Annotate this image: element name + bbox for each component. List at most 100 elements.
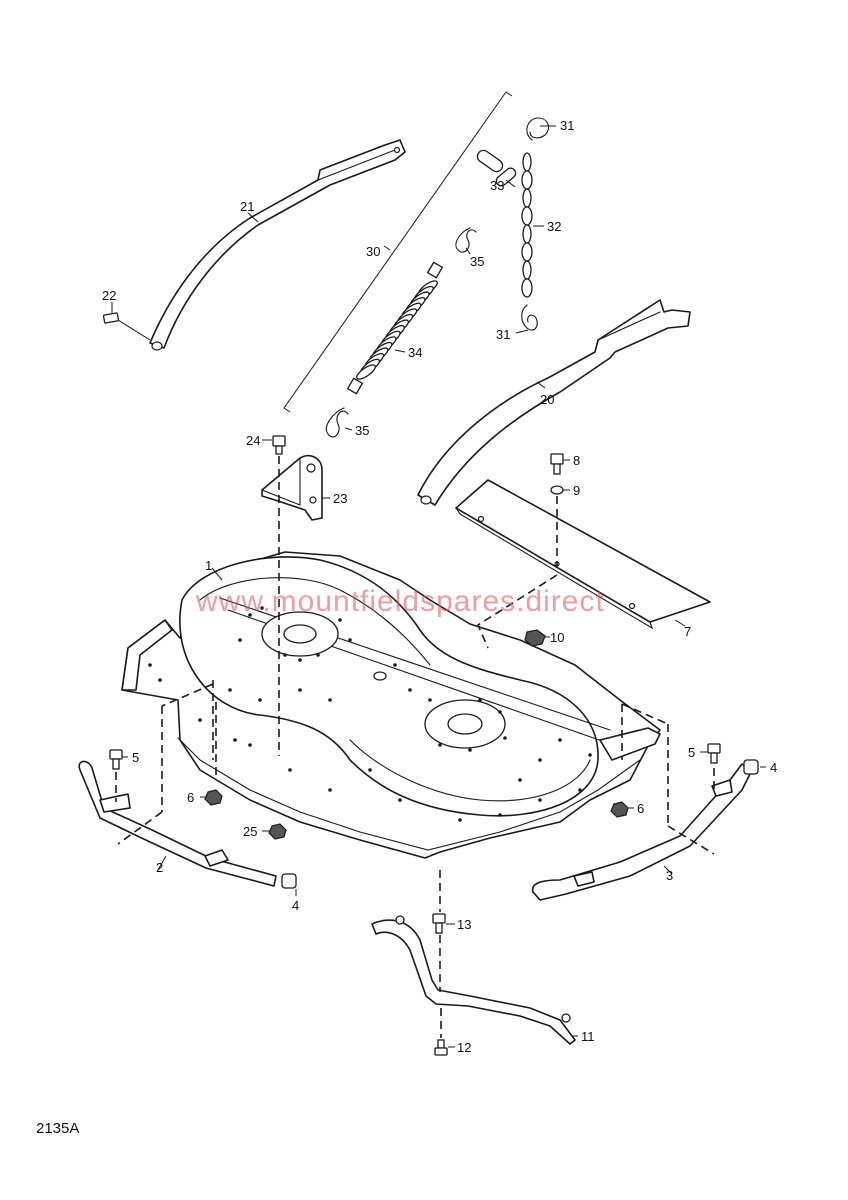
lift-arm-right xyxy=(417,299,691,506)
bumper-bar-2 xyxy=(78,760,277,887)
s-hook-35-bottom-icon xyxy=(326,407,349,438)
watermark-text: www.mountfieldspares.direct xyxy=(195,585,605,618)
roller-bracket-11 xyxy=(371,915,576,1045)
deck-hole xyxy=(558,738,562,742)
assembly-guide-lines xyxy=(115,456,715,1038)
deck-hole xyxy=(408,688,412,692)
callout-10: 10 xyxy=(550,630,564,645)
deck-hole xyxy=(328,788,332,792)
callout-leaders xyxy=(111,125,766,1048)
callout-3: 3 xyxy=(666,868,673,883)
deck-hole xyxy=(298,688,302,692)
bolt-5-left-icon xyxy=(109,749,123,770)
deck-hole xyxy=(368,768,372,772)
deck-hole xyxy=(260,606,264,610)
callout-5-left: 5 xyxy=(132,750,139,765)
deck-hole xyxy=(538,758,542,762)
callout-1: 1 xyxy=(205,558,212,573)
callout-20: 20 xyxy=(540,392,554,407)
bumper-bar-3 xyxy=(531,763,753,901)
s-hook-31-bottom-icon xyxy=(521,304,538,331)
callout-labels: 21 22 30 31 33 32 35 31 34 35 20 24 23 8… xyxy=(102,118,777,1055)
callout-4-left: 4 xyxy=(292,898,299,913)
deck-hole xyxy=(238,638,242,642)
deck-hole xyxy=(148,663,152,667)
deck-hole xyxy=(248,613,252,617)
link-33-icon xyxy=(476,149,517,187)
callout-33: 33 xyxy=(490,178,504,193)
deck-hole xyxy=(518,778,522,782)
deck-hole xyxy=(503,736,507,740)
deck-hole xyxy=(438,743,442,747)
assembly-30-bracket xyxy=(283,91,513,413)
deck-hole xyxy=(398,798,402,802)
deck-hole xyxy=(228,688,232,692)
deck-hole xyxy=(233,738,237,742)
callout-6-right: 6 xyxy=(637,801,644,816)
deck-hole xyxy=(468,748,472,752)
bolt-24-icon xyxy=(272,435,286,455)
callout-2: 2 xyxy=(156,860,163,875)
callout-31-bottom: 31 xyxy=(496,327,510,342)
deck-hole xyxy=(498,710,502,714)
deck-hole xyxy=(393,663,397,667)
nut-10-icon xyxy=(524,629,546,647)
deck-hole xyxy=(316,653,320,657)
callout-22: 22 xyxy=(102,288,116,303)
diagram-reference-code: 2135A xyxy=(36,1120,79,1137)
deck-hole xyxy=(338,618,342,622)
deck-hole xyxy=(478,698,482,702)
deck-hole xyxy=(283,653,287,657)
callout-7: 7 xyxy=(684,624,691,639)
callout-12: 12 xyxy=(457,1040,471,1055)
lift-arm-left xyxy=(149,139,406,351)
deck-hole xyxy=(428,698,432,702)
deck-hole xyxy=(248,743,252,747)
callout-13: 13 xyxy=(457,917,471,932)
cap-4-left-icon xyxy=(281,873,297,889)
callout-6-left: 6 xyxy=(187,790,194,805)
deck-hole xyxy=(328,698,332,702)
nut-6-right-icon xyxy=(610,801,629,818)
callout-25: 25 xyxy=(243,824,257,839)
deck-hole xyxy=(458,818,462,822)
callout-30: 30 xyxy=(366,244,380,259)
nut-6-left-icon xyxy=(204,789,223,806)
deck-hole xyxy=(588,753,592,757)
nut-25-icon xyxy=(268,823,287,840)
callout-31-top: 31 xyxy=(560,118,574,133)
callout-21: 21 xyxy=(240,199,254,214)
cap-4-right-icon xyxy=(743,759,759,775)
deck-hole xyxy=(158,678,162,682)
s-hook-35-top-icon xyxy=(455,227,477,253)
callout-11: 11 xyxy=(581,1029,595,1044)
bolt-13-icon xyxy=(432,913,446,934)
deck-hole xyxy=(348,638,352,642)
callout-32: 32 xyxy=(547,219,561,234)
mower-deck-1 xyxy=(121,551,661,859)
callout-5-right: 5 xyxy=(688,745,695,760)
deck-hole xyxy=(198,718,202,722)
spring-coil xyxy=(356,364,376,380)
bolt-5-right-icon xyxy=(707,743,721,764)
callout-9: 9 xyxy=(573,483,580,498)
deck-hole xyxy=(498,813,502,817)
deck-hole xyxy=(288,768,292,772)
deflector-plate-7 xyxy=(455,479,711,630)
deck-hole xyxy=(578,788,582,792)
bracket-23 xyxy=(261,454,323,521)
bolt-12-icon xyxy=(434,1039,448,1056)
deck-hole xyxy=(538,798,542,802)
callout-4-right: 4 xyxy=(770,760,777,775)
callout-23: 23 xyxy=(333,491,347,506)
bolt-8-icon xyxy=(550,453,564,475)
callout-24: 24 xyxy=(246,433,260,448)
s-hook-31-top-icon xyxy=(526,117,550,141)
bolt-22-icon xyxy=(102,312,151,341)
callout-35-top: 35 xyxy=(470,254,484,269)
callout-34: 34 xyxy=(408,345,422,360)
callout-35-bottom: 35 xyxy=(355,423,369,438)
callout-8: 8 xyxy=(573,453,580,468)
deck-hole xyxy=(258,698,262,702)
